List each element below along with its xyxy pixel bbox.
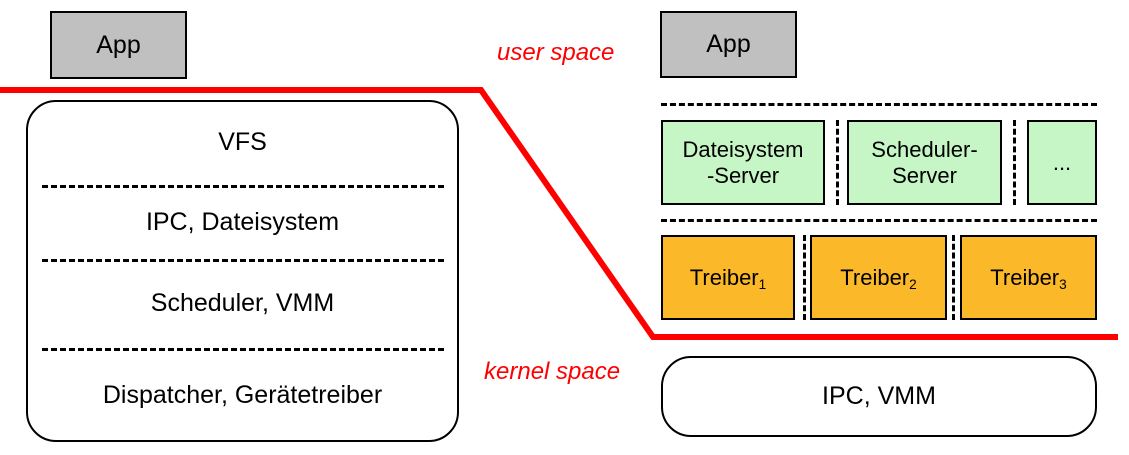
server-row-top-divider — [661, 103, 1097, 106]
driver-label-2: Treiber2 — [840, 264, 917, 293]
driver-box-3: Treiber3 — [960, 235, 1097, 320]
server-box-dateisystem: Dateisystem -Server — [661, 120, 825, 205]
app-box-right: App — [660, 11, 797, 78]
monolithic-layer-vfs: VFS — [218, 128, 267, 156]
user-space-label: user space — [497, 39, 615, 66]
server-box-scheduler: Scheduler- Server — [847, 120, 1002, 205]
kernel-space-label: kernel space — [484, 358, 621, 385]
driver-divider-1 — [803, 235, 806, 320]
server-row-bottom-divider — [661, 219, 1097, 222]
driver-box-2: Treiber2 — [810, 235, 947, 320]
server-label-line2: Server — [892, 162, 957, 188]
server-divider-2 — [1013, 120, 1016, 205]
server-label-line1: Dateisystem — [682, 137, 804, 163]
monolithic-layer-ipc-dateisystem: IPC, Dateisystem — [145, 207, 340, 236]
monolithic-layer-scheduler-vmm: Scheduler, VMM — [150, 289, 335, 317]
driver-label-3: Treiber3 — [990, 264, 1067, 293]
driver-divider-2 — [952, 235, 955, 320]
driver-label-1: Treiber1 — [689, 264, 767, 293]
app-box-left: App — [50, 11, 187, 79]
driver-box-1: Treiber1 — [661, 235, 795, 320]
microkernel-box: IPC, VMM — [661, 356, 1097, 437]
monolithic-divider-3 — [42, 348, 444, 351]
server-label-line2: -Server — [706, 162, 780, 188]
server-divider-1 — [836, 120, 839, 205]
server-label-line1: Scheduler- — [871, 137, 978, 163]
server-box-more: ... — [1027, 120, 1097, 205]
monolithic-layer-dispatcher-geraetetreiber: Dispatcher, Gerätetreiber — [102, 380, 383, 409]
